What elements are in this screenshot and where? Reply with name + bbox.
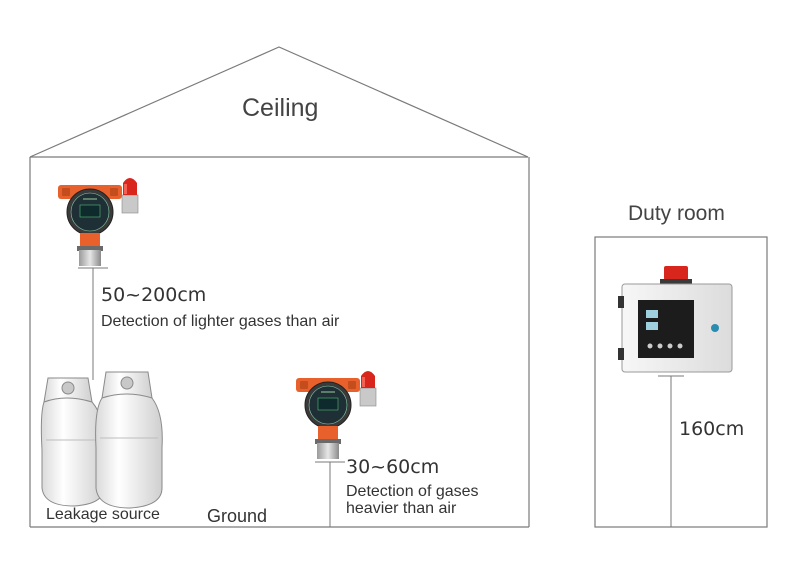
controller-display	[646, 310, 658, 318]
gas-cylinders	[40, 371, 163, 509]
gas-cylinder-right	[95, 371, 163, 509]
duty-room-box	[594, 236, 768, 528]
lower-description-line2: heavier than air	[346, 500, 457, 517]
controller-alarm-light	[664, 266, 688, 280]
ground-label: Ground	[207, 506, 268, 526]
detector-display	[79, 204, 101, 218]
alarm-controller	[618, 266, 733, 373]
upper-height-label: 50~200cm	[101, 284, 207, 306]
leakage-source-label: Leakage source	[46, 506, 160, 523]
ceiling-label: Ceiling	[242, 94, 319, 122]
lower-height-label: 30~60cm	[346, 456, 440, 478]
alarm-light-base	[359, 387, 377, 407]
gas-cylinder-left	[40, 377, 105, 507]
measure-lines	[78, 267, 684, 527]
house-outline	[29, 46, 530, 528]
roof-line	[29, 46, 529, 158]
sensor-head	[79, 250, 101, 266]
duty-room-label: Duty room	[628, 202, 725, 225]
controller-lock-icon	[711, 324, 719, 332]
gas-detector-upper	[58, 178, 139, 266]
controller-height-label: 160cm	[679, 418, 745, 440]
sensor-head	[317, 443, 339, 459]
upper-description: Detection of lighter gases than air	[101, 313, 340, 330]
alarm-light-base	[121, 194, 139, 214]
lower-description-line1: Detection of gases	[346, 483, 479, 500]
gas-detector-lower	[296, 371, 377, 459]
detector-display	[317, 397, 339, 411]
